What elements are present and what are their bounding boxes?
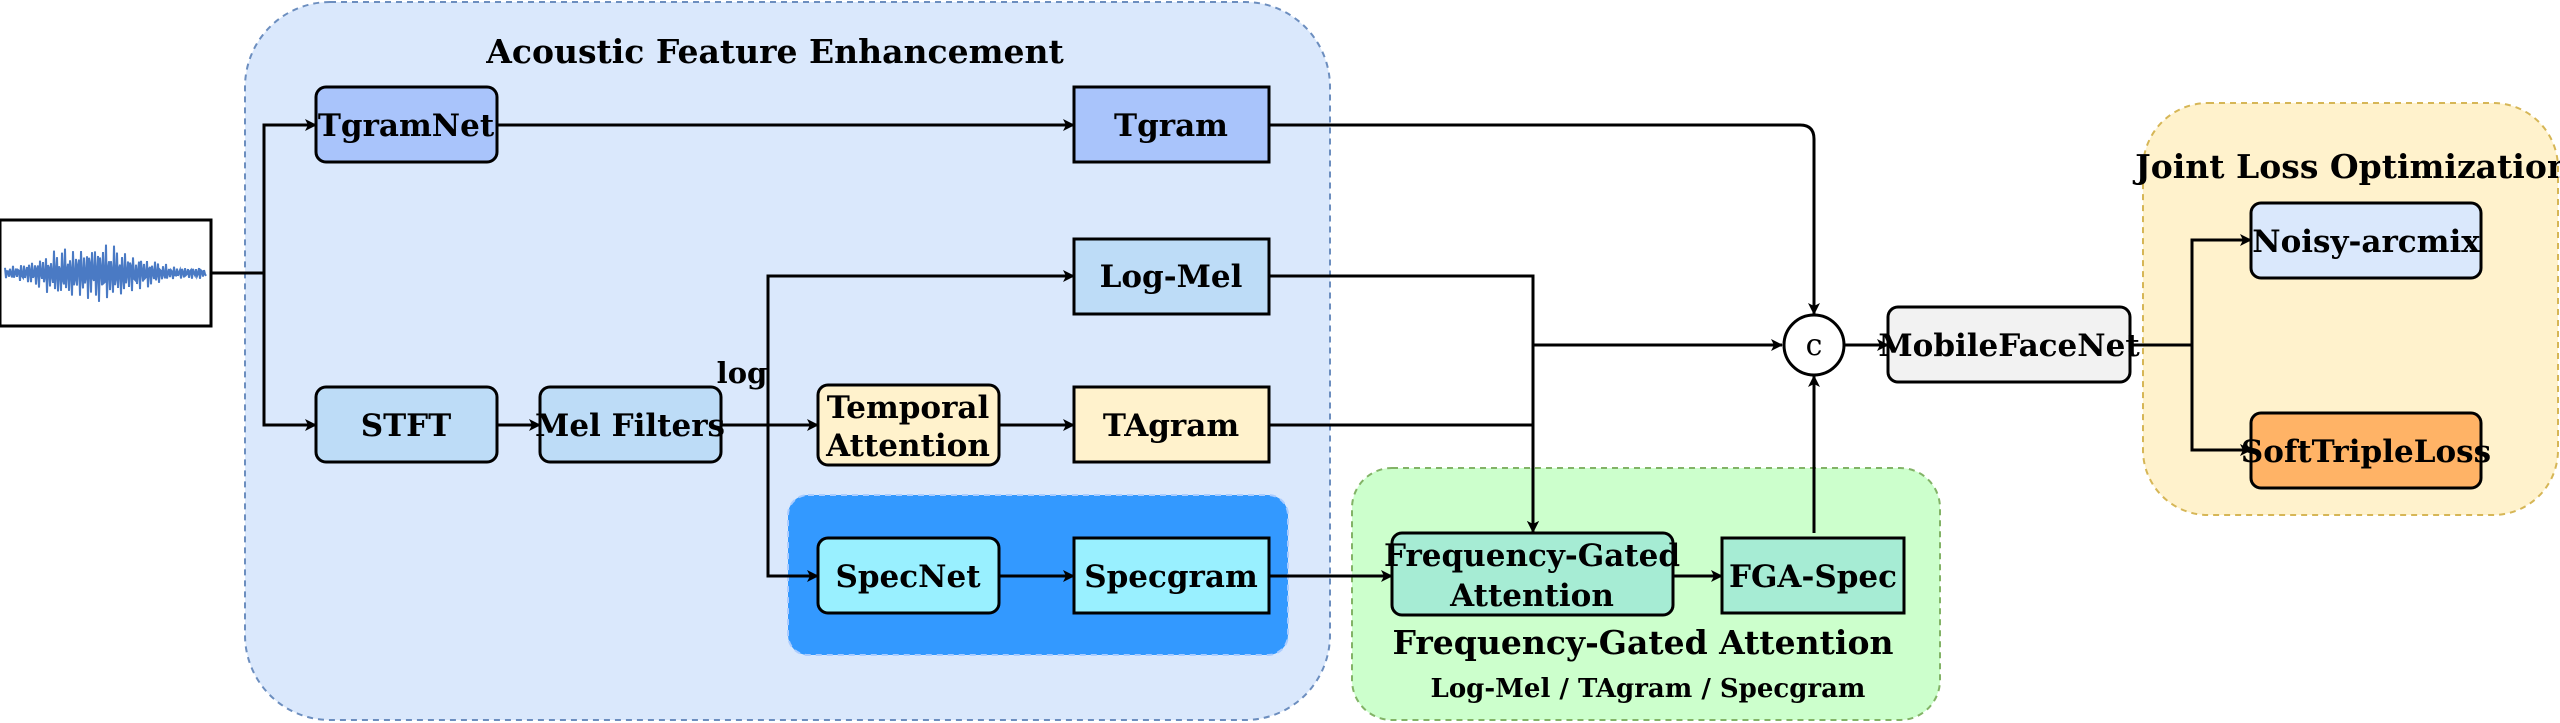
node-specnet-box	[816, 536, 1001, 615]
node-fga-block-label-line2: Attention	[1449, 578, 1614, 614]
node-mobilefacenet-box	[1886, 305, 2132, 384]
node-fga-spec-label: FGA-Spec	[1729, 559, 1897, 595]
node-specgram-label: Specgram	[1084, 559, 1258, 595]
node-fga-block[interactable]: Frequency-Gated Attention	[1384, 531, 1680, 617]
group-fga-title: Frequency-Gated Attention	[1393, 623, 1894, 662]
node-logmel-box	[1072, 237, 1271, 316]
node-fga-block-label-line1: Frequency-Gated	[1384, 538, 1680, 574]
group-joint-loss-title: Joint Loss Optimization	[2132, 147, 2560, 186]
node-fga-spec-box	[1720, 536, 1906, 615]
group-fga-subtitle: Log-Mel / TAgram / Specgram	[1431, 674, 1866, 704]
node-mobilefacenet[interactable]: MobileFaceNet	[1878, 305, 2140, 384]
node-stft-box	[314, 385, 499, 464]
node-concat-label: c	[1806, 328, 1823, 363]
edge-to-tgramnet	[262, 119, 317, 273]
node-temporal-attention-label-line2: Attention	[825, 428, 990, 464]
node-tgram-label: Tgram	[1114, 108, 1228, 144]
node-softtripleloss-label: SoftTripleLoss	[2241, 434, 2491, 470]
edge-log-to-logmel	[766, 270, 1075, 425]
node-tagram[interactable]: TAgram	[1072, 385, 1271, 464]
node-mel-filters-label: Mel Filters	[535, 408, 725, 444]
node-tgramnet-label: TgramNet	[318, 108, 495, 144]
node-temporal-attention-box	[816, 383, 1001, 467]
edge-to-stft	[262, 273, 317, 431]
edge-tgram-concat	[1269, 123, 1820, 315]
node-noisy-arcmix-label: Noisy-arcmix	[2252, 224, 2480, 260]
node-noisy-arcmix-box	[2249, 201, 2483, 280]
group-acoustic-title: Acoustic Feature Enhancement	[485, 32, 1064, 71]
node-tgramnet[interactable]: TgramNet	[314, 85, 499, 164]
node-concat[interactable]: c	[1782, 313, 1846, 377]
node-logmel[interactable]: Log-Mel	[1072, 237, 1271, 316]
node-mel-filters-box	[538, 385, 723, 464]
node-tgram-box	[1072, 85, 1271, 164]
node-stft[interactable]: STFT	[314, 385, 499, 464]
edge-log-to-specnet	[766, 425, 819, 582]
node-stft-label: STFT	[361, 408, 452, 444]
node-tgram[interactable]: Tgram	[1072, 85, 1271, 164]
node-logmel-label: Log-Mel	[1100, 259, 1243, 295]
edge-to-noisy-arcmix	[2190, 234, 2252, 345]
node-specnet-label: SpecNet	[835, 559, 981, 595]
node-concat-circle	[1782, 313, 1846, 377]
node-fga-spec[interactable]: FGA-Spec	[1720, 536, 1906, 615]
node-tgramnet-box	[314, 85, 499, 164]
edges	[211, 119, 2252, 582]
node-softtripleloss-box	[2249, 411, 2483, 490]
edge-to-softtripleloss	[2190, 345, 2252, 456]
node-fga-block-box	[1390, 531, 1675, 617]
node-softtripleloss[interactable]: SoftTripleLoss	[2241, 411, 2491, 490]
waveform-signal	[4, 244, 207, 302]
node-specgram-box	[1072, 536, 1271, 615]
node-specnet[interactable]: SpecNet	[816, 536, 1001, 615]
waveform-icon	[0, 218, 213, 328]
node-mel-filters[interactable]: Mel Filters	[535, 385, 725, 464]
node-temporal-attention-label-line1: Temporal	[827, 390, 990, 426]
node-temporal-attention[interactable]: Temporal Attention	[816, 383, 1001, 467]
node-tagram-label: TAgram	[1103, 408, 1240, 444]
node-specgram[interactable]: Specgram	[1072, 536, 1271, 615]
edge-label-log: log	[717, 356, 768, 390]
node-mobilefacenet-label: MobileFaceNet	[1878, 328, 2140, 364]
node-tagram-box	[1072, 385, 1271, 464]
edge-tagram-fga	[1269, 423, 1539, 533]
node-noisy-arcmix[interactable]: Noisy-arcmix	[2249, 201, 2483, 280]
